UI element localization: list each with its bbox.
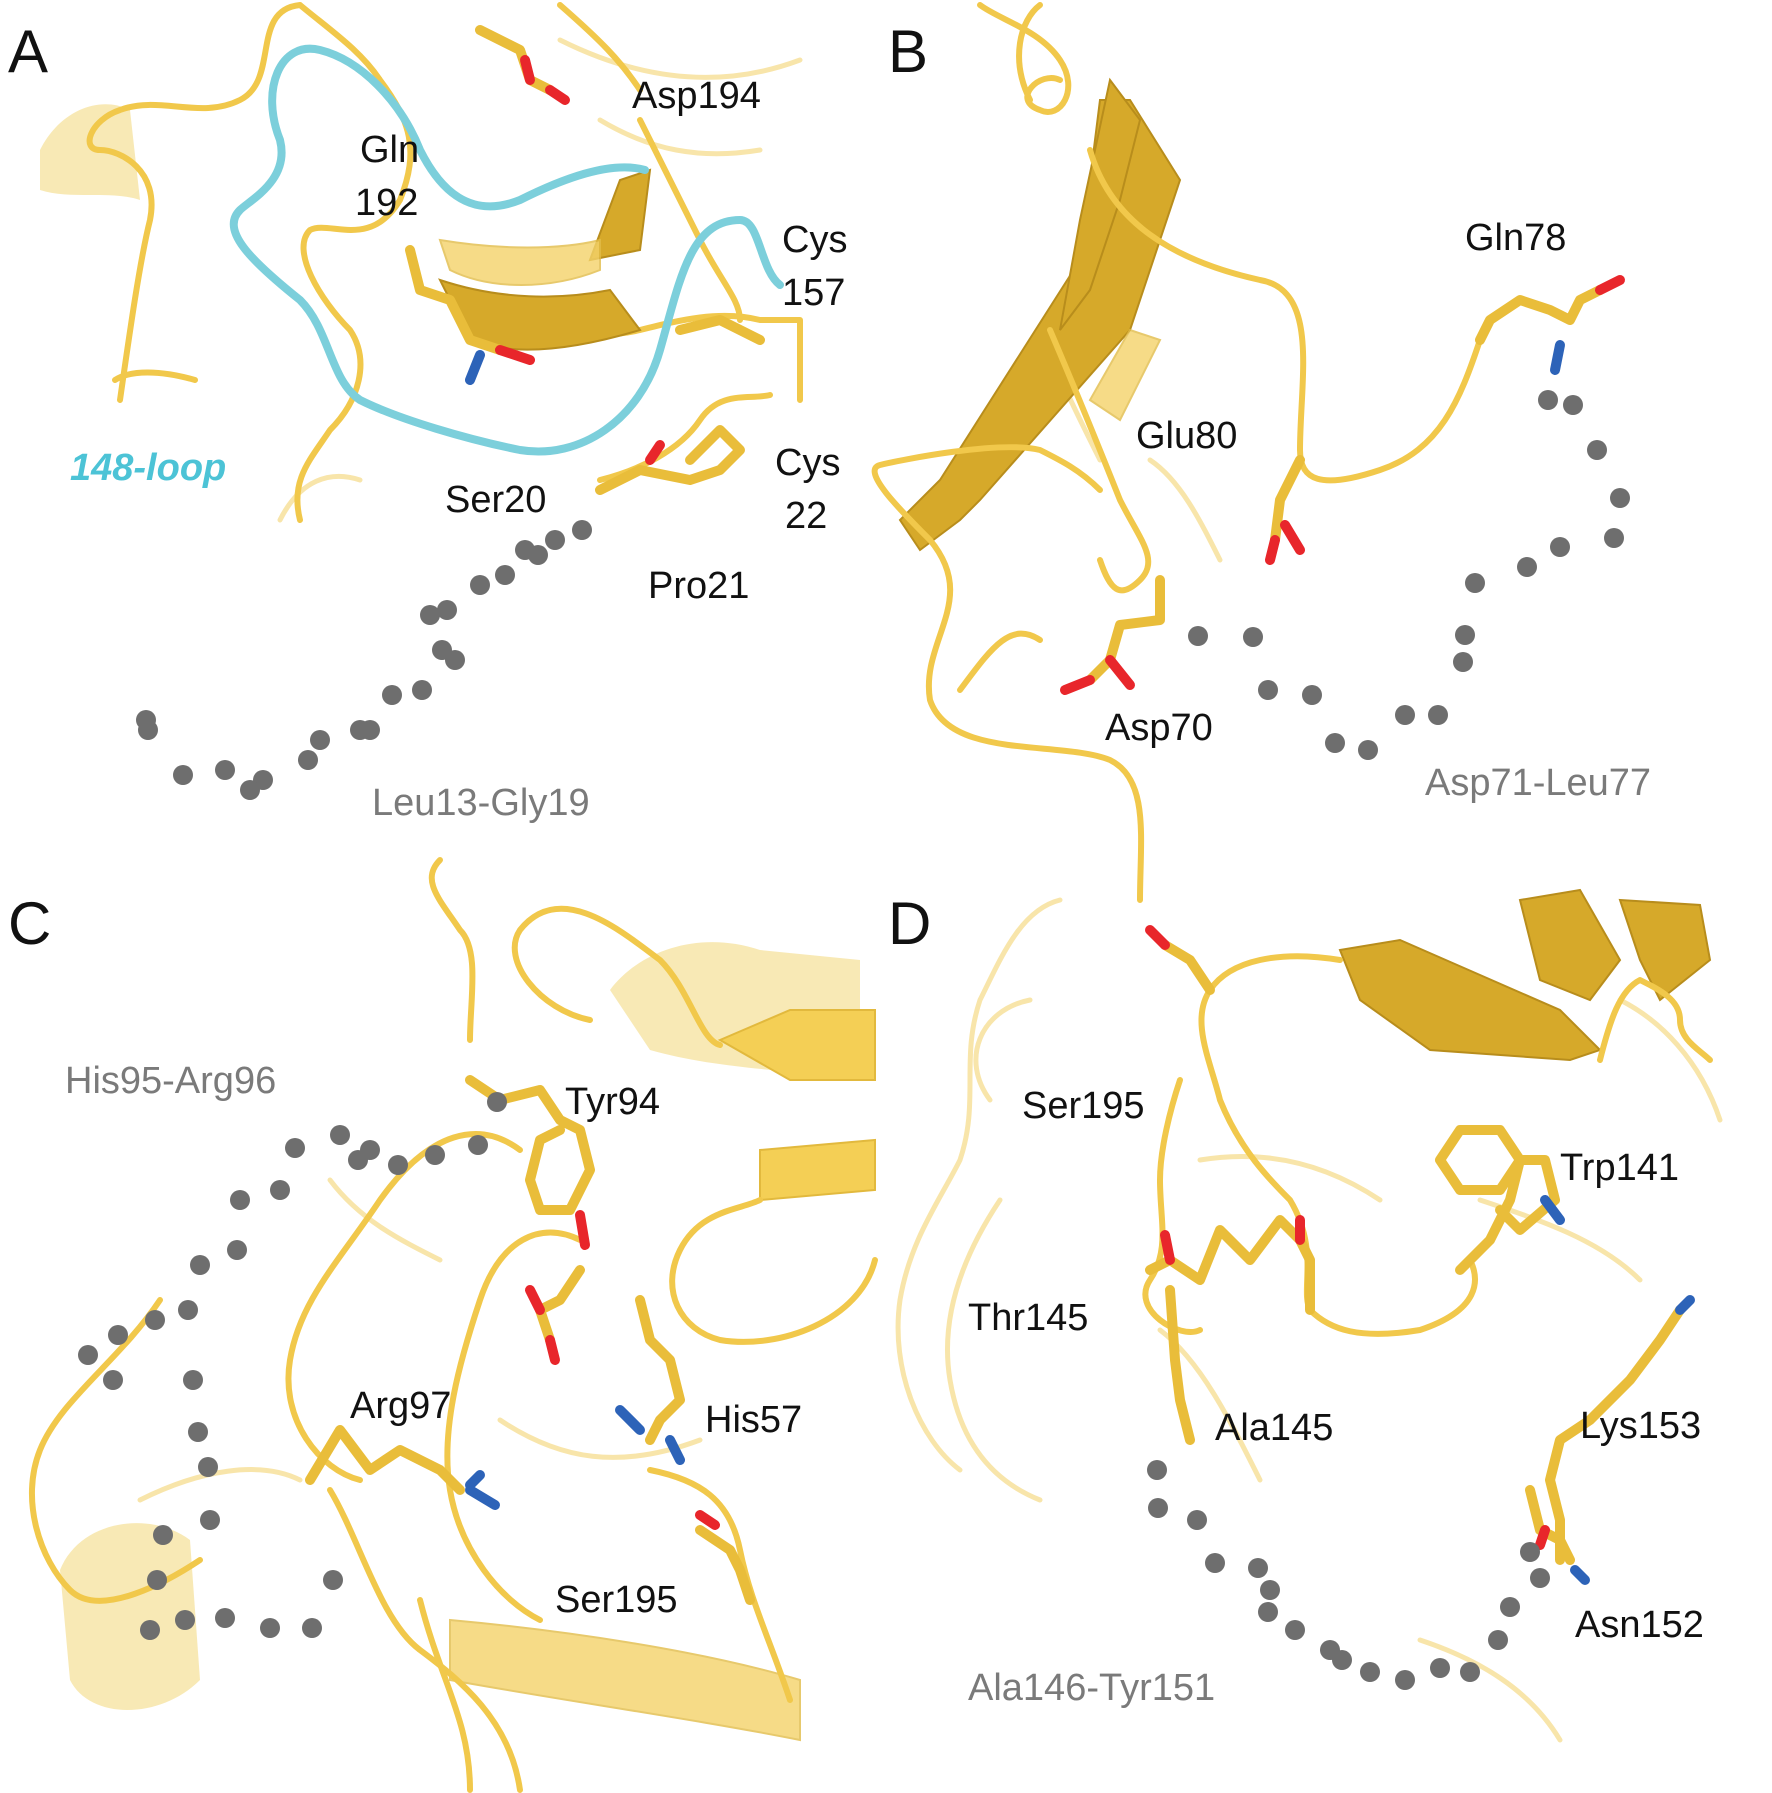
panel-a-missing-residue-dots xyxy=(136,520,592,800)
label-trp141: Trp141 xyxy=(1560,1147,1679,1189)
panel-d-trp141-nitrogen xyxy=(1540,1195,1565,1225)
label-22: 22 xyxy=(785,495,827,537)
panel-d-missing-residue-dots xyxy=(1147,1460,1550,1690)
panel-a-gln192-nitrogen xyxy=(465,350,485,385)
panel-b-glu80-stick xyxy=(1270,455,1305,545)
panel-c-tyr94-oxygen xyxy=(575,1210,590,1250)
label-arg97: Arg97 xyxy=(350,1385,451,1427)
panel-b-letter: B xyxy=(888,18,928,85)
panel-d-letter: D xyxy=(888,890,931,957)
panel-a-asp194-oxygen xyxy=(520,55,570,105)
panel-c-his57-nitrogen xyxy=(615,1405,685,1465)
label-ser20: Ser20 xyxy=(445,479,546,521)
panel-c-missing-residue-dots xyxy=(78,1092,507,1640)
label-gln78: Gln78 xyxy=(1465,217,1566,259)
panel-b-missing-residue-dots xyxy=(1188,390,1630,760)
panel-d-thr145-stick xyxy=(1145,1215,1315,1315)
panel-a-gln192-oxygen xyxy=(495,345,535,365)
panel-c-arg97-stick xyxy=(305,1425,465,1495)
label-192: 192 xyxy=(355,182,418,224)
label-tyr94: Tyr94 xyxy=(565,1081,660,1123)
panel-d-sheet-2 xyxy=(1518,888,1622,1002)
label-gln-a: Gln xyxy=(360,129,419,171)
panel-b-asp70-oxygen xyxy=(1060,655,1135,695)
panel-a: A Asp194 Gln 192 Cys 157 Cys 22 Ser20 Pr… xyxy=(8,2,847,824)
panel-c-ser195-stick xyxy=(695,1525,755,1605)
panel-d-trp141-stick xyxy=(1435,1125,1560,1275)
label-his57: His57 xyxy=(705,1399,802,1441)
label-157: 157 xyxy=(782,272,845,314)
panel-c-letter: C xyxy=(8,890,51,957)
label-lys153: Lys153 xyxy=(1580,1405,1701,1447)
label-cys-22-a: Cys xyxy=(775,442,840,484)
panel-d-faint-backbone-2 xyxy=(895,897,1063,1473)
panel-a-asp194-stick xyxy=(475,25,555,95)
label-cys-157-a: Cys xyxy=(782,219,847,261)
panel-d-lys153-nitrogen xyxy=(1675,1295,1695,1315)
panel-b-sheet-3 xyxy=(1088,328,1162,422)
panel-b-gln78-oxygen xyxy=(1595,275,1625,295)
panel-d-thr145-oxygen xyxy=(1160,1215,1305,1265)
panel-b-asp70-stick xyxy=(1085,575,1165,685)
panel-c-sheet-arrow-1 xyxy=(717,1009,876,1081)
panel-d: D Ser195 Trp141 Thr145 Ala145 Lys153 Asn… xyxy=(888,888,1723,1743)
label-asp70: Asp70 xyxy=(1105,707,1213,749)
panel-d-faint-backbone xyxy=(945,997,1723,1743)
panel-c-backbone xyxy=(29,857,878,1793)
label-ala145: Ala145 xyxy=(1215,1407,1333,1449)
panel-c-faint-helix-bottom xyxy=(60,1523,200,1710)
label-ala146-tyr151: Ala146-Tyr151 xyxy=(968,1667,1215,1709)
panel-d-ser195-oxygen xyxy=(1145,925,1170,950)
panel-a-sheet-3 xyxy=(438,238,601,286)
panel-c-his57-stick xyxy=(635,1295,685,1445)
panel-c-asp-stick xyxy=(535,1265,585,1345)
panel-d-asn152-nitrogen xyxy=(1570,1565,1590,1585)
label-pro21: Pro21 xyxy=(648,565,749,607)
label-ser195-c: Ser195 xyxy=(555,1579,678,1621)
label-asp194: Asp194 xyxy=(632,75,761,117)
panel-d-lys153-stick xyxy=(1545,1305,1685,1565)
panel-a-sheet-2 xyxy=(588,168,652,262)
panel-a-cys-stick xyxy=(675,315,765,345)
label-ser195-d: Ser195 xyxy=(1022,1085,1145,1127)
panel-c-sheet-arrow-2 xyxy=(759,1138,876,1202)
panel-d-asn152-stick xyxy=(1525,1485,1575,1565)
panel-b-sheet-2 xyxy=(1059,77,1142,331)
label-leu13-gly19: Leu13-Gly19 xyxy=(372,782,590,824)
label-asn152: Asn152 xyxy=(1575,1604,1704,1646)
panel-b-glu80-oxygen xyxy=(1265,520,1305,565)
panel-c: C His95-Arg96 Tyr94 Arg97 His57 Ser195 xyxy=(8,857,878,1793)
panel-a-ser20-oxygen xyxy=(645,440,665,465)
label-thr145: Thr145 xyxy=(968,1297,1088,1339)
panel-c-ser195-oxygen xyxy=(695,1510,720,1530)
panel-d-asn152-oxygen xyxy=(1535,1525,1550,1550)
panel-a-faint-backbone xyxy=(277,37,803,523)
panel-c-faint-sheet xyxy=(449,1618,801,1742)
panel-c-arg97-nitrogen xyxy=(465,1470,500,1510)
panel-b-backbone xyxy=(871,2,1483,903)
panel-c-asp-oxygen xyxy=(525,1285,560,1365)
panel-d-ser195-stick xyxy=(1160,940,1215,995)
label-glu80: Glu80 xyxy=(1136,415,1237,457)
panel-d-sheet-3 xyxy=(1618,898,1712,1002)
label-asp71-leu77: Asp71-Leu77 xyxy=(1425,762,1651,804)
panel-b-gln78-stick xyxy=(1475,285,1605,345)
panel-a-backbone xyxy=(86,2,743,523)
panel-c-backbone-2 xyxy=(417,1229,583,1793)
label-his95-arg96: His95-Arg96 xyxy=(65,1060,276,1102)
panel-c-tyr94-stick xyxy=(465,1075,595,1215)
panel-a-faint-helix xyxy=(40,104,140,200)
label-148-loop: 148-loop xyxy=(70,447,226,489)
panel-a-pro21-stick xyxy=(595,425,745,495)
panel-b: B Gln78 Glu80 Asp70 Asp71-Leu77 xyxy=(871,2,1651,903)
panel-a-letter: A xyxy=(8,18,48,85)
panel-c-faint-backbone xyxy=(137,1177,703,1503)
panel-a-148-loop-tube xyxy=(229,44,784,456)
panel-d-ala145-stick xyxy=(1165,1285,1195,1445)
panel-a-gln192-stick xyxy=(405,245,505,355)
panel-b-gln78-nitrogen xyxy=(1550,340,1565,375)
panel-b-sheet-1 xyxy=(898,99,1182,552)
